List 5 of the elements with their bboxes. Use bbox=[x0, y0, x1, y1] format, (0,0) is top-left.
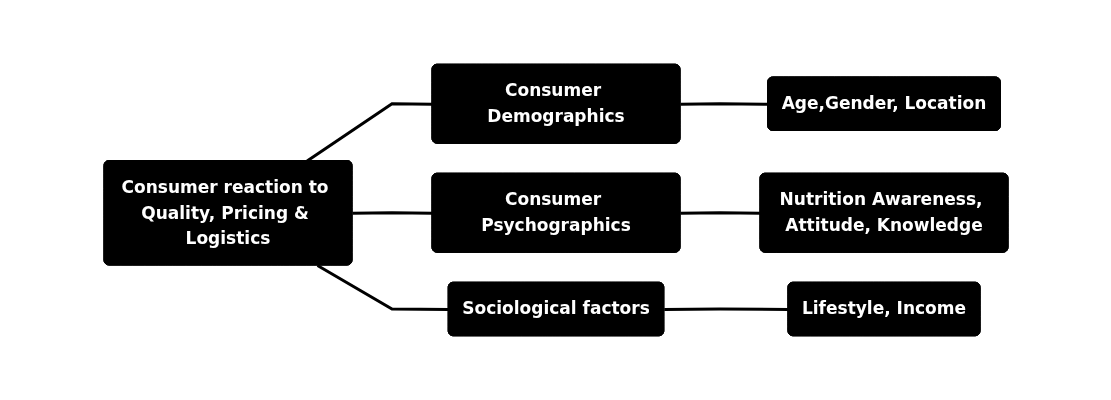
connector bbox=[663, 307, 788, 311]
connector bbox=[679, 211, 761, 215]
connector bbox=[316, 264, 449, 311]
connector bbox=[351, 211, 433, 215]
connector bbox=[679, 102, 768, 106]
